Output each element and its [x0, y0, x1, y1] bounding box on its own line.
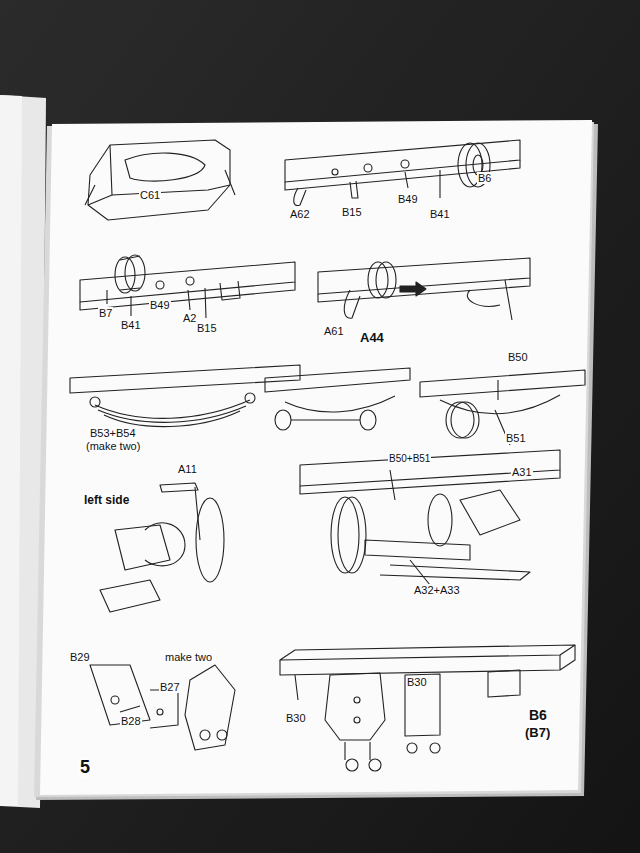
callout-number: B29	[69, 651, 91, 663]
callout-number: B49	[149, 299, 171, 311]
callout-number: A31	[511, 466, 533, 478]
callout-number: B53+B54	[89, 427, 137, 439]
note-text: make two	[164, 651, 213, 663]
callout-number: A32+A33	[413, 584, 461, 596]
callout-number: A44	[359, 331, 385, 345]
callout-number: B27	[159, 681, 181, 693]
callout-number: B15	[196, 322, 218, 334]
callout-number: B15	[341, 206, 363, 218]
callout-number: A11	[177, 463, 198, 475]
note-text: left side	[83, 494, 130, 507]
note-text: (make two)	[85, 440, 141, 452]
callout-number: B28	[120, 715, 142, 727]
callout-number: B50+B51	[388, 453, 431, 464]
callout-number: B6	[477, 172, 492, 184]
callout-number: B30	[285, 712, 307, 724]
callout-number: B7	[98, 307, 113, 319]
callout-number: 5	[79, 758, 91, 778]
callout-number: B30	[406, 676, 428, 688]
callout-number: A62	[289, 208, 311, 220]
callout-number: B49	[397, 193, 419, 205]
callout-number: C61	[139, 189, 161, 201]
callout-number: B41	[120, 319, 142, 331]
callout-number: B50	[507, 351, 529, 363]
callout-number: B51	[505, 432, 527, 444]
callout-number: B6	[528, 708, 548, 723]
callout-number: A61	[323, 325, 345, 337]
callout-number: B41	[429, 208, 451, 220]
callout-number: (B7)	[524, 726, 551, 740]
